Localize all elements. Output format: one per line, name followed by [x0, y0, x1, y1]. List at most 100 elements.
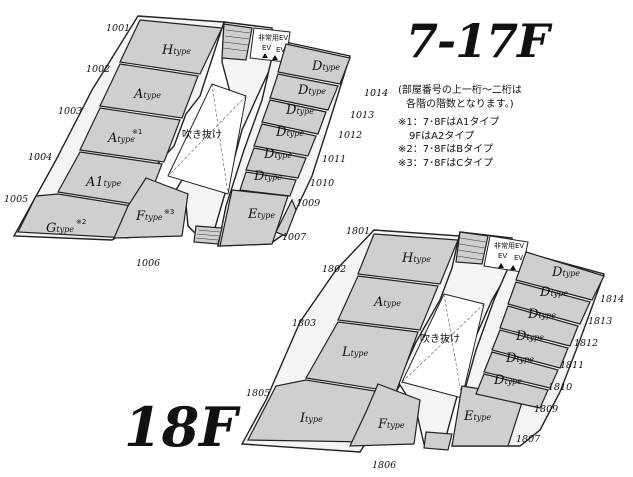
unit-number: 1801: [346, 226, 370, 237]
unit-number: 1014: [364, 88, 388, 99]
unit-number: 1001: [106, 23, 130, 34]
room-d-upper-3: [261, 99, 327, 135]
unit-number: 1002: [86, 64, 110, 75]
room-d-18-1: [515, 251, 605, 301]
unit-number: 1012: [338, 130, 362, 141]
stair-core-18: [455, 231, 489, 265]
unit-number: 1814: [600, 294, 624, 305]
room-type-label: Dtype: [527, 307, 556, 322]
unit-number: 1004: [28, 152, 52, 163]
unit-number: 1810: [548, 382, 572, 393]
unit-number: 1812: [574, 338, 598, 349]
ev-label-upper-a: EV: [262, 44, 271, 52]
room-d-upper-2: [269, 73, 339, 111]
room-type-label: Dtype: [253, 169, 282, 184]
unit-number: 1003: [58, 106, 82, 117]
void-label-18: 吹き抜け: [420, 332, 460, 345]
note-intro-2: 各階の階数となります。): [406, 98, 514, 110]
room-type-label: Dtype: [263, 147, 292, 162]
room-type-label: Atype: [107, 131, 135, 146]
room-mark: ※2: [76, 218, 86, 226]
elevator-arrow-18-a: [498, 263, 504, 268]
unit-number: 1807: [516, 434, 541, 445]
elevator-arrow-upper-b: [272, 55, 278, 60]
ev-label-18-b: EV: [514, 254, 523, 262]
unit-number: 1809: [534, 404, 558, 415]
elevator-arrow-upper-a: [262, 53, 268, 58]
stair-lines-18: [456, 237, 487, 261]
ev-label-upper-b: EV: [276, 46, 285, 54]
unit-number: 1010: [310, 178, 334, 189]
room-d-18-2: [507, 281, 591, 325]
unit-number: 1013: [350, 110, 374, 121]
room-type-label: Atype: [373, 295, 401, 310]
room-type-label: Atype: [133, 87, 161, 102]
room-type-label: Dtype: [297, 83, 326, 98]
room-type-label: Dtype: [515, 329, 544, 344]
room-d-18-4: [491, 329, 569, 369]
floor-title-7-17: 7-17F: [406, 14, 550, 68]
elevator-hall-label-18: 非常用EV: [494, 241, 524, 250]
room-type-label: Htype: [161, 43, 191, 58]
unit-number: 1005: [4, 194, 28, 205]
room-h-upper: [119, 19, 223, 75]
unit-number: 1805: [246, 388, 270, 399]
unit-number: 1007: [282, 232, 307, 243]
note-3: ※3：7･8FはCタイプ: [398, 157, 494, 169]
void-label-upper: 吹き抜け: [182, 128, 222, 141]
room-type-label: Dtype: [275, 125, 304, 140]
room-type-label: Dtype: [539, 285, 568, 300]
room-f-18: [349, 383, 421, 447]
note-1: ※1：7･8FはA1タイプ: [398, 117, 500, 129]
room-d-upper-5: [245, 147, 307, 179]
stair-lines: [222, 29, 251, 52]
note-2: ※2：7･8FはBタイプ: [398, 144, 494, 156]
room-d-upper-1: [277, 43, 351, 85]
room-type-label: Htype: [401, 251, 431, 266]
notes-block: (部屋番号の上一桁～二桁は 各階の階数となります。) ※1：7･8FはA1タイプ…: [398, 84, 522, 171]
note-1b: 9FはA2タイプ: [409, 130, 475, 142]
unit-number: 1811: [560, 360, 584, 371]
room-type-label: Dtype: [551, 265, 580, 280]
unit-number: 1803: [292, 318, 316, 329]
elevator-hall-label-upper: 非常用EV: [258, 33, 288, 42]
room-d-upper-7: [275, 198, 297, 237]
room-d-upper-6: [239, 171, 297, 197]
floor-title-18: 18F: [124, 395, 238, 459]
room-d-18-6: [475, 373, 549, 409]
room-mark: ※3: [164, 208, 174, 216]
room-f-upper: [113, 177, 189, 239]
unit-number: 1802: [322, 264, 346, 275]
ev-label-18-a: EV: [498, 252, 507, 260]
stair-core: [221, 23, 253, 61]
unit-number: 1006: [136, 258, 160, 269]
unit-number: 1813: [588, 316, 612, 327]
room-type-label: Ftype: [135, 209, 163, 224]
room-type-label: Ftype: [377, 417, 405, 432]
room-type-label: A1type: [85, 175, 122, 190]
room-type-label: Ltype: [341, 345, 368, 360]
room-type-label: Etype: [247, 207, 275, 222]
unit-number: 1806: [372, 460, 396, 471]
room-a-18: [337, 275, 439, 331]
plan-7-17: 非常用EV EV EV 吹き抜け Htype Atype: [4, 15, 388, 269]
plan-18: 非常用EV EV EV 吹き抜け Htype Atype Ltype Itype…: [240, 226, 624, 471]
room-d-18-3: [499, 305, 579, 347]
room-mark: ※1: [132, 128, 142, 136]
room-type-label: Gtype: [46, 221, 74, 236]
room-d-18-5: [483, 351, 559, 389]
note-intro-1: (部屋番号の上一桁～二桁は: [398, 85, 522, 96]
stair-bottom-18: [423, 431, 453, 451]
stair-bottom-lines: [195, 229, 221, 241]
room-type-label: Dtype: [311, 59, 340, 74]
elevator-arrow-18-b: [510, 265, 516, 270]
unit-number: 1011: [322, 154, 346, 165]
room-type-label: Dtype: [285, 103, 314, 118]
room-type-label: Itype: [299, 411, 323, 426]
room-type-label: Dtype: [505, 351, 534, 366]
room-a-upper-2: [79, 107, 181, 163]
room-a-upper-1: [99, 63, 199, 119]
room-h-18: [357, 233, 459, 285]
room-type-label: Etype: [463, 409, 491, 424]
